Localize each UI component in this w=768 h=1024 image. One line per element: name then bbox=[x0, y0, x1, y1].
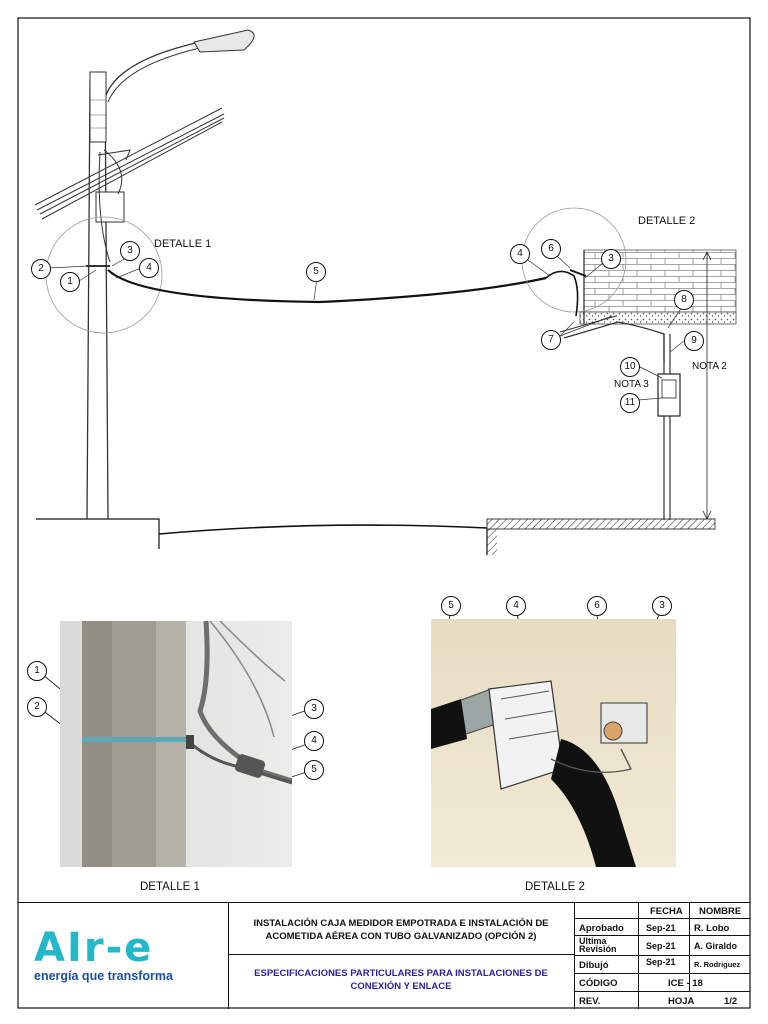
row-dibujo-nombre: R. Rodriguez bbox=[694, 960, 741, 969]
callout-10: 10 bbox=[620, 357, 640, 377]
fecha-header: FECHA bbox=[650, 906, 683, 917]
callout-9: 9 bbox=[684, 331, 704, 351]
detail1-callout-2: 2 bbox=[27, 697, 47, 717]
detail2-label: DETALLE 2 bbox=[638, 215, 696, 227]
nombre-header: NOMBRE bbox=[699, 906, 742, 917]
detail2-callout-6: 6 bbox=[587, 596, 607, 616]
callout-3-wall: 3 bbox=[601, 249, 621, 269]
callout-1: 1 bbox=[60, 272, 80, 292]
detail2-photo bbox=[431, 619, 676, 867]
brand-logo: AIr-e bbox=[34, 927, 204, 969]
callout-7: 7 bbox=[541, 330, 561, 350]
detail1-callout-4: 4 bbox=[304, 731, 324, 751]
row-aprobado-label: Aprobado bbox=[579, 923, 624, 934]
callout-2: 2 bbox=[31, 259, 51, 279]
callout-5: 5 bbox=[306, 262, 326, 282]
detail2-callout-3: 3 bbox=[652, 596, 672, 616]
drawing-title: INSTALACIÓN CAJA MEDIDOR EMPOTRADA E INS… bbox=[253, 918, 549, 942]
rev-label: REV. bbox=[579, 996, 601, 1007]
hoja-value: 1/2 bbox=[724, 996, 738, 1007]
drawing-subtitle: ESPECIFICACIONES PARTICULARES PARA INSTA… bbox=[254, 968, 548, 992]
detail1-caption: DETALLE 1 bbox=[140, 881, 200, 893]
row-dibujo-label: Dibujó bbox=[579, 960, 609, 971]
row-revision-fecha: Sep-21 bbox=[646, 941, 676, 951]
hoja-label: HOJA bbox=[668, 996, 695, 1007]
title-block: AIr-e energía que transforma INSTALACIÓN… bbox=[18, 902, 750, 1009]
detail2-caption: DETALLE 2 bbox=[525, 881, 585, 893]
callout-4-wall: 4 bbox=[510, 244, 530, 264]
detail1-callout-1: 1 bbox=[27, 661, 47, 681]
callout-4: 4 bbox=[139, 258, 159, 278]
row-dibujo-fecha: Sep-21 bbox=[646, 957, 676, 967]
row-revision-nombre: A. Giraldo bbox=[694, 941, 738, 951]
logo-text: AIr-e bbox=[34, 925, 154, 971]
row-revision-label: Ultima Revisión bbox=[579, 936, 617, 954]
row-aprobado-nombre: R. Lobo bbox=[694, 923, 730, 934]
detail2-callout-5: 5 bbox=[441, 596, 461, 616]
codigo-value: ICE - 18 bbox=[668, 978, 703, 989]
detail2-callout-4: 4 bbox=[506, 596, 526, 616]
callout-8: 8 bbox=[674, 290, 694, 310]
detail1-callout-5: 5 bbox=[304, 760, 324, 780]
codigo-label: CÓDIGO bbox=[579, 978, 618, 989]
callout-6: 6 bbox=[541, 239, 561, 259]
detail1-callout-3: 3 bbox=[304, 699, 324, 719]
brand-slogan: energía que transforma bbox=[34, 969, 173, 983]
detail1-photo bbox=[60, 621, 292, 867]
detail1-label: DETALLE 1 bbox=[154, 238, 212, 250]
row-aprobado-fecha: Sep-21 bbox=[646, 923, 676, 933]
nota3-label: NOTA 3 bbox=[614, 379, 649, 390]
nota2-label: NOTA 2 bbox=[692, 361, 727, 372]
callout-11: 11 bbox=[620, 393, 640, 413]
callout-3: 3 bbox=[120, 241, 140, 261]
